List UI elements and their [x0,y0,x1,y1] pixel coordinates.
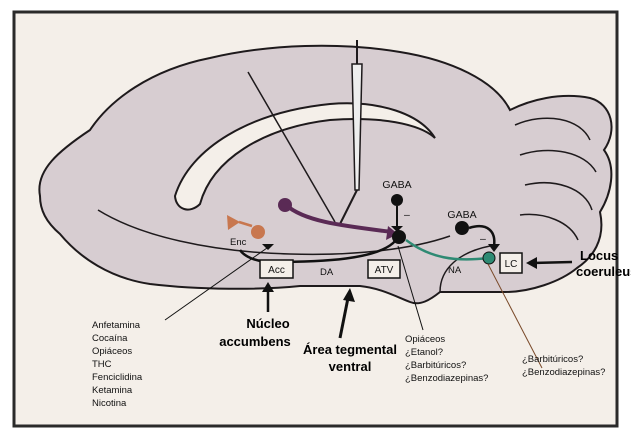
drug-item: Opiáceos [405,334,445,345]
area-tegmental-label: Área tegmental [303,342,397,357]
vta-gaba-cell [391,194,403,206]
drug-item: THC [92,359,112,370]
drug-item: ¿Barbitúricos? [522,354,583,365]
nucleo-label: Núcleo [246,316,289,331]
drug-item: ¿Benzodiazepinas? [522,367,605,378]
locus-label: Locus [580,248,618,263]
drug-item: Opiáceos [92,346,132,357]
lc-na-cell [483,252,495,264]
atv-box-label: ATV [375,265,394,276]
minus-top-label: – [404,209,410,221]
coeruleus-label: coeruleus [576,264,631,279]
minus-right-label: – [480,233,486,245]
accumbens-label: accumbens [219,334,291,349]
drug-item: ¿Etanol? [405,347,443,358]
drug-item: Anfetamina [92,320,141,331]
ventral-label: ventral [329,359,372,374]
drug-item: Nicotina [92,398,127,409]
drug-item: Ketamina [92,385,133,396]
lc-box-label: LC [505,259,518,270]
na-label: NA [448,265,462,276]
gaba-right-label: GABA [447,209,476,221]
da-label: DA [320,267,334,278]
enc-cell-body [251,225,265,239]
enc-label: Enc [230,237,247,248]
gaba-top-label: GABA [382,179,411,191]
lc-gaba-cell [455,221,469,235]
drug-item: ¿Benzodiazepinas? [405,373,488,384]
drug-item: Fenciclidina [92,372,143,383]
gaba-cell-body [278,198,292,212]
drug-item: ¿Barbitúricos? [405,360,466,371]
drug-item: Cocaína [92,333,128,344]
acc-box-label: Acc [268,265,285,276]
vta-da-cell [392,230,406,244]
